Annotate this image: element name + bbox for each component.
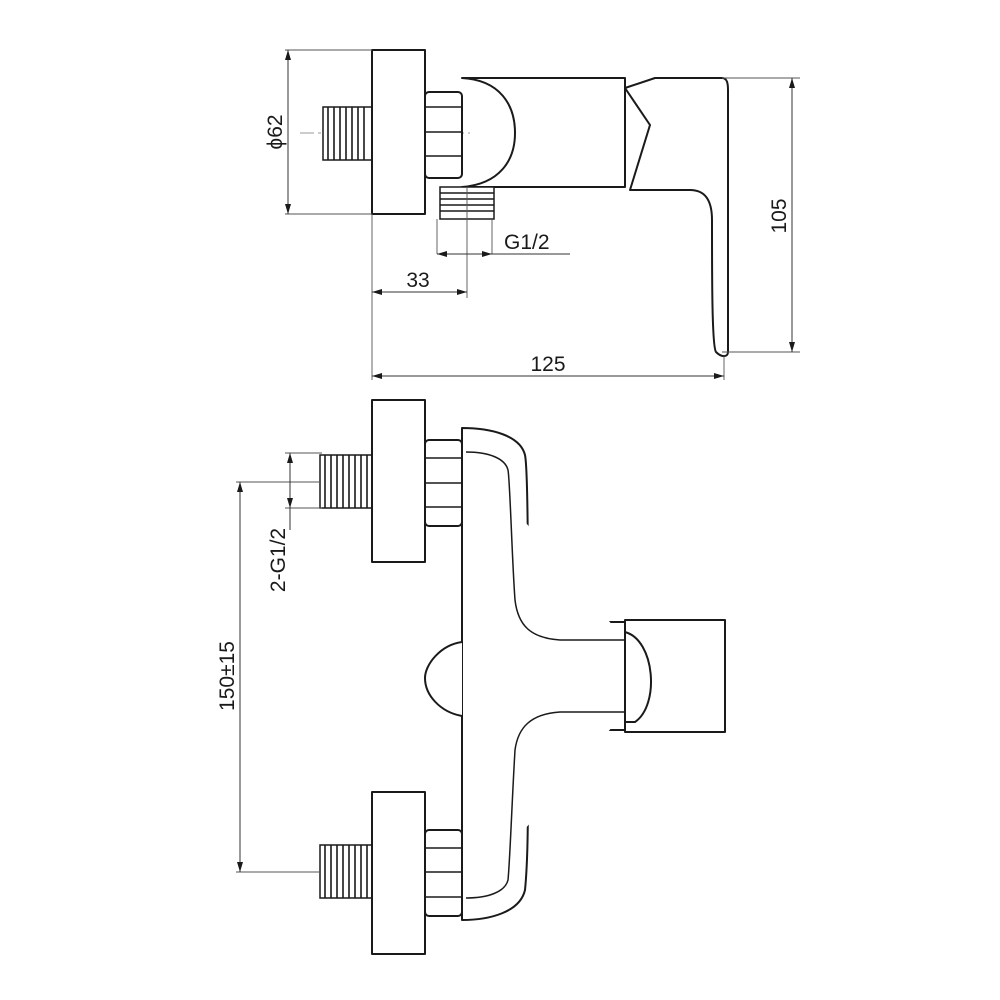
bottom-inlet-thread bbox=[319, 844, 373, 899]
side-lever-handle bbox=[624, 77, 729, 358]
top-hex-nut bbox=[424, 439, 463, 527]
side-view: ϕ62 33 G1/2 125 105 bbox=[264, 49, 800, 380]
inlet-spacing-label: 150±15 bbox=[216, 641, 239, 711]
side-hex-nut bbox=[424, 91, 463, 179]
connector-offset-label: 33 bbox=[406, 269, 429, 292]
front-mixer-body bbox=[461, 427, 626, 921]
top-wall-flange bbox=[371, 399, 426, 563]
outlet-thread-label: G1/2 bbox=[504, 231, 550, 254]
overall-length-label: 125 bbox=[530, 353, 565, 376]
overall-height-label: 105 bbox=[768, 198, 791, 233]
flange-diameter-label: ϕ62 bbox=[264, 114, 287, 149]
side-mixer-body bbox=[461, 77, 626, 188]
side-wall-flange bbox=[371, 49, 426, 215]
inlet-threads-label: 2-G1/2 bbox=[267, 528, 290, 592]
front-lever-handle bbox=[624, 619, 726, 733]
side-inlet-thread bbox=[322, 106, 374, 161]
front-center-boss bbox=[424, 641, 463, 717]
top-inlet-thread bbox=[319, 454, 373, 509]
bottom-hex-nut bbox=[424, 829, 463, 917]
front-view: 2-G1/2 150±15 bbox=[216, 399, 726, 955]
bottom-wall-flange bbox=[371, 791, 426, 955]
